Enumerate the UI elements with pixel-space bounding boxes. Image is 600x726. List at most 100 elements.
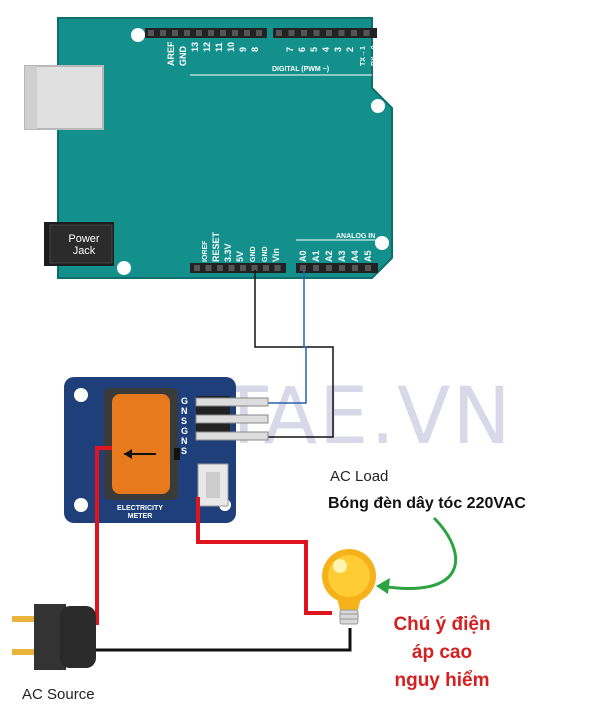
pin-label: RX←0 (371, 45, 378, 66)
load-title: AC Load (330, 468, 389, 485)
mount-hole (371, 99, 385, 113)
pin-label: 13 (190, 42, 200, 52)
pin-label: GND (178, 46, 188, 67)
header-pin (338, 30, 345, 36)
pin-label: 9 (238, 47, 248, 52)
header-pin (232, 30, 238, 36)
digital-header-left (145, 28, 267, 38)
header-pin (363, 30, 370, 36)
pin-label: TX→1 (360, 46, 367, 66)
pin-label: 12 (202, 42, 212, 52)
header-pin (301, 30, 307, 36)
header-pin (208, 30, 214, 36)
signal-wires (230, 270, 334, 438)
pin-label: GND (262, 246, 269, 262)
header-pin (194, 265, 200, 271)
pin-label: G (181, 396, 188, 406)
header-pin (339, 265, 345, 271)
electricity-meter-module: G N S G N S ELECTRICITY METER (64, 377, 269, 523)
header-pin (351, 30, 357, 36)
header-pin (263, 265, 269, 271)
pin-label: 11 (214, 42, 224, 52)
header-pin (276, 30, 282, 36)
pin-label: S (181, 446, 187, 456)
pin-label: 6 (297, 47, 307, 52)
header-pin (220, 30, 226, 36)
header-pin (313, 265, 319, 271)
header-pin (184, 30, 190, 36)
pin-label: AREF (166, 41, 176, 66)
pin-label: 8 (250, 47, 260, 52)
module-label: METER (128, 513, 153, 520)
pin-label: 5 (309, 47, 319, 52)
pin-label: 7 (285, 47, 295, 52)
header-pin (313, 30, 320, 36)
pin-label: N (181, 406, 188, 416)
pin-label: 10 (226, 42, 236, 52)
header-pin (196, 30, 202, 36)
warning-line: áp cao (411, 642, 473, 663)
pin-label: 4 (321, 47, 331, 52)
mount-hole (131, 28, 145, 42)
pin-label: A5 (363, 250, 373, 262)
pin-label: A4 (350, 250, 360, 262)
power-jack-label: Power (68, 233, 100, 245)
power-header (190, 263, 286, 273)
light-bulb-icon (322, 549, 376, 625)
digital-label: DIGITAL (PWM ~) (272, 66, 329, 73)
current-transformer-core (112, 394, 170, 494)
header-pin (228, 265, 235, 271)
live-wire (95, 446, 112, 625)
header-pin (160, 30, 166, 36)
pin-label: IOREF (202, 240, 209, 262)
digital-header-right (273, 28, 377, 38)
warning-line: nguy hiểm (394, 670, 490, 691)
live-wire-load (196, 497, 332, 615)
arrow-left-icon (124, 449, 132, 459)
pin-label: RESET (211, 231, 221, 262)
header-pin (352, 265, 358, 271)
header-pin (300, 265, 306, 271)
pin-label: A1 (311, 250, 321, 262)
mount-hole (74, 498, 88, 512)
header-pin (365, 265, 371, 271)
pin-label: S (181, 416, 187, 426)
header-pin (326, 30, 332, 36)
warning-line: Chú ý điện (393, 614, 491, 635)
pin-label: Vin (271, 248, 281, 262)
pin-label: A3 (337, 250, 347, 262)
header-pin (326, 265, 332, 271)
header-pin (288, 30, 295, 36)
arduino-board (24, 17, 393, 279)
neutral-wire (94, 628, 352, 652)
pin-label: GND (250, 246, 257, 262)
analog-header (296, 263, 378, 273)
pin-label: N (181, 436, 188, 446)
header-pin (205, 265, 212, 271)
analog-label: ANALOG IN (336, 233, 375, 240)
source-label: AC Source (22, 686, 95, 703)
header-pin (256, 30, 262, 36)
header-pin (274, 265, 281, 271)
mount-hole (375, 236, 389, 250)
mount-hole (74, 388, 88, 402)
pin-label: 3 (333, 47, 343, 52)
load-description: Bóng đèn dây tóc 220VAC (328, 495, 526, 512)
gnd-wire (230, 270, 334, 438)
header-pin (244, 30, 250, 36)
pin-label: A0 (298, 250, 308, 262)
header-pin (240, 265, 246, 271)
header-pin (217, 265, 223, 271)
arrow-icon (376, 516, 457, 594)
pin-label: 2 (345, 47, 355, 52)
header-pin (172, 30, 178, 36)
header-pin (148, 30, 154, 36)
power-jack-label: Jack (73, 245, 96, 257)
header-pin (251, 265, 258, 271)
ac-wires (94, 446, 352, 652)
pin-label: 5V (235, 251, 245, 262)
mount-hole (117, 261, 131, 275)
signal-wire (230, 270, 307, 404)
module-label: ELECTRICITY (117, 505, 163, 512)
